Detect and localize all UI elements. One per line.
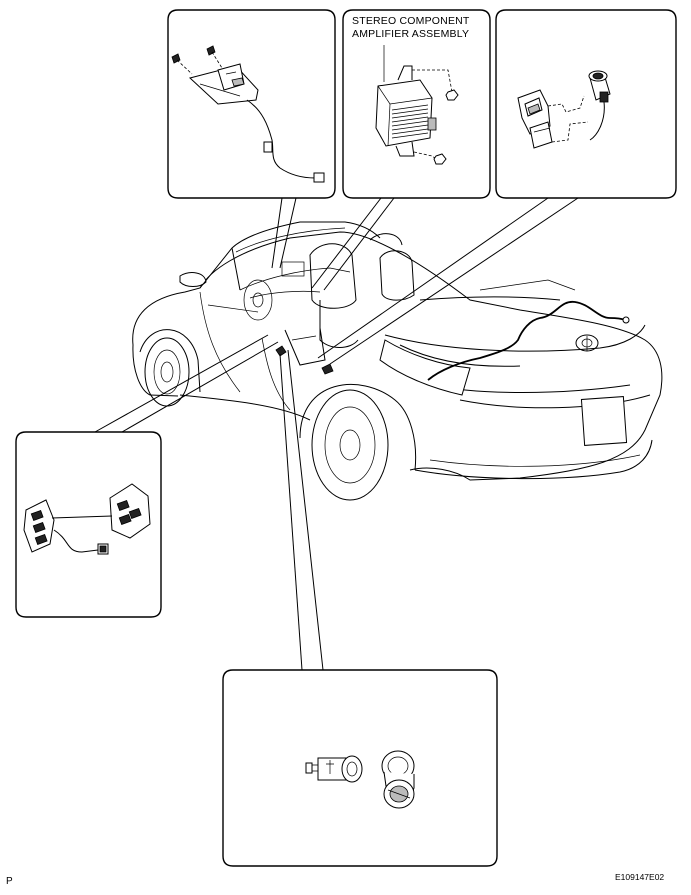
amplifier-label-line1: STEREO COMPONENT bbox=[352, 15, 470, 27]
nut-icon bbox=[413, 151, 447, 165]
lighter-socket bbox=[381, 750, 415, 809]
panel-bracket-cable bbox=[167, 9, 336, 199]
bolt-icon bbox=[171, 53, 193, 75]
amplifier-label-line2: AMPLIFIER ASSEMBLY bbox=[352, 28, 470, 40]
lighter-plug bbox=[305, 755, 363, 783]
figure-code: E109147E02 bbox=[615, 872, 665, 882]
heatsink-fins bbox=[391, 104, 429, 139]
panel-stereo-amplifier bbox=[342, 9, 491, 199]
leader-lines bbox=[94, 197, 579, 671]
panel-cigarette-lighter bbox=[222, 669, 498, 867]
convertible-car bbox=[132, 221, 663, 501]
panel-switch-assembly bbox=[15, 431, 162, 618]
page-letter: P bbox=[6, 876, 13, 887]
nut-icon bbox=[412, 69, 459, 101]
panel-socket bbox=[495, 9, 677, 199]
bolt-icon bbox=[206, 45, 223, 69]
